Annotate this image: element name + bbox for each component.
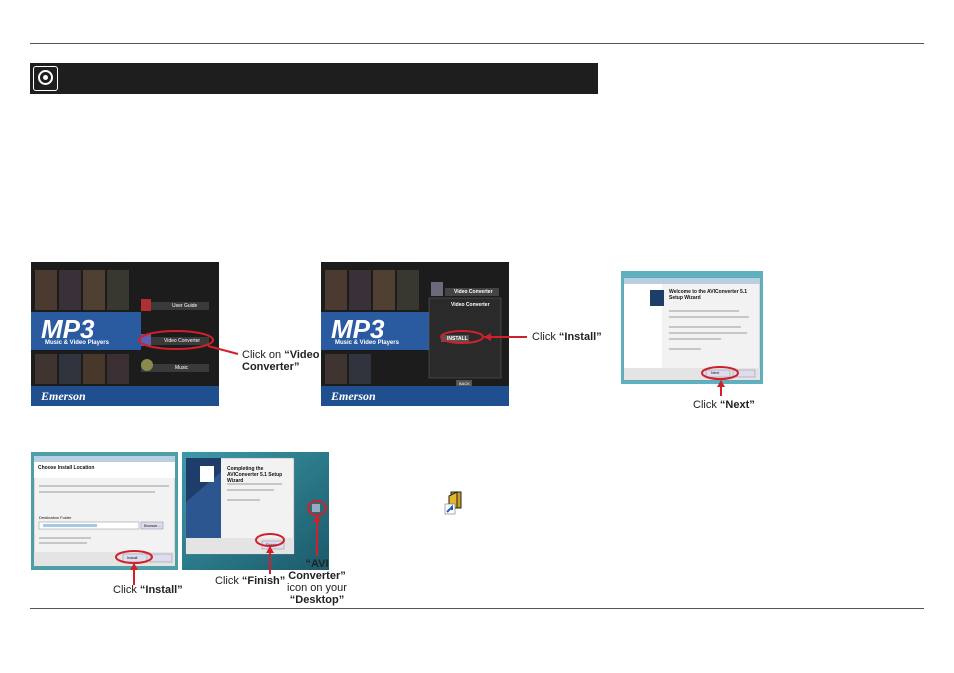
- install-button[interactable]: INSTALL: [447, 336, 468, 342]
- highlight-next: [701, 366, 739, 380]
- wizard-welcome-screenshot: Welcome to the AVIConverter 5.1 Setup Wi…: [621, 271, 763, 384]
- mp3-logo: MP3: [41, 314, 95, 344]
- avi-converter-desktop-icon[interactable]: [443, 490, 465, 516]
- highlight-desktop-icon: [307, 500, 327, 516]
- arrowhead-install-2: [130, 563, 138, 570]
- mp3-tagline: Music & Video Players: [45, 340, 109, 346]
- menu-item-user-guide[interactable]: User Guide: [172, 303, 198, 309]
- caption-next: Click “Next”: [693, 399, 755, 411]
- wizard-title: Choose Install Location: [38, 465, 95, 471]
- emerson-logo: Emerson: [331, 389, 376, 403]
- video-converter-tab: Video Converter: [454, 289, 493, 295]
- install-button[interactable]: Install: [127, 555, 138, 560]
- highlight-finish: [255, 533, 285, 547]
- highlight-install: [440, 330, 484, 344]
- arrow-video-converter: [207, 345, 239, 355]
- arrowhead-desktop-icon: [313, 515, 321, 522]
- back-button[interactable]: BACK: [459, 381, 470, 386]
- bottom-rule: [30, 608, 924, 609]
- menu-item-video-converter[interactable]: Video Converter: [164, 338, 201, 344]
- arrowhead-finish: [266, 546, 274, 553]
- highlight-video-converter: [138, 330, 214, 350]
- panel-title: Video Converter: [451, 302, 490, 308]
- wizard-title: Welcome to the AVIConverter 5.1 Setup Wi…: [669, 289, 747, 301]
- caption-video-converter: Click on “Video Converter”: [242, 349, 320, 373]
- emerson-logo: Emerson: [41, 389, 86, 403]
- next-button[interactable]: Next: [711, 370, 720, 375]
- caption-finish: Click “Finish”: [215, 575, 286, 587]
- destination-label: Destination Folder: [39, 515, 72, 520]
- wizard-finish-screenshot: Completing the AVIConverter 5.1 Setup Wi…: [182, 452, 329, 570]
- wizard-title: Completing the AVIConverter 5.1 Setup Wi…: [227, 466, 283, 484]
- highlight-install-2: [115, 550, 153, 564]
- mp3-install-screenshot: MP3 Music & Video Players Emerson Video …: [321, 262, 509, 406]
- mp3-tagline: Music & Video Players: [335, 340, 399, 346]
- menu-item-music[interactable]: Music: [175, 365, 189, 371]
- arrowhead-next: [717, 380, 725, 387]
- browse-button[interactable]: Browse...: [144, 523, 161, 528]
- disc-icon: [33, 66, 58, 91]
- wizard-location-screenshot: Choose Install Location Destination Fold…: [31, 452, 178, 570]
- section-header-bar: [30, 63, 598, 94]
- top-rule: [30, 43, 924, 44]
- finish-button[interactable]: Finish: [266, 542, 277, 547]
- caption-install: Click “Install”: [532, 331, 602, 343]
- caption-avi-icon: “AVI Converter” icon on your “Desktop”: [287, 558, 347, 606]
- arrowhead-install: [484, 333, 491, 341]
- mp3-logo: MP3: [331, 314, 385, 344]
- caption-install-2: Click “Install”: [113, 584, 183, 596]
- mp3-menu-screenshot: MP3 Music & Video Players Emerson User G…: [31, 262, 219, 406]
